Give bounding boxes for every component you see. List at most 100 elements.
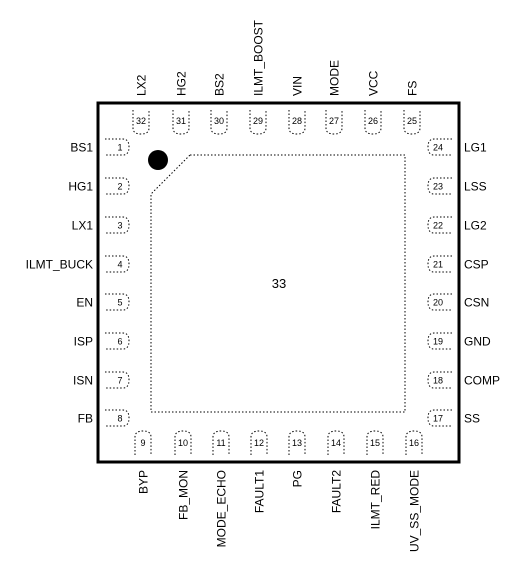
pin-3: 3 LX1 xyxy=(72,216,130,234)
pin-number: 25 xyxy=(407,116,417,126)
pin-25: 25 FS xyxy=(403,81,421,135)
pin-24: 24 LG1 xyxy=(427,138,487,156)
pin-pad xyxy=(210,110,228,135)
pin-label: VCC xyxy=(367,70,381,96)
pin-label: BS1 xyxy=(70,141,93,155)
pin-label: FB_MON xyxy=(177,470,191,520)
pin-pad xyxy=(105,216,130,234)
pin-label: ILMT_BOOST xyxy=(252,19,266,96)
pin-number: 22 xyxy=(433,221,443,231)
pin1-indicator-dot xyxy=(148,150,168,170)
pin-pad xyxy=(105,332,130,350)
pin-pad xyxy=(288,110,306,135)
pin-number: 31 xyxy=(176,116,186,126)
pin-label: ILMT_BUCK xyxy=(26,258,93,272)
pin-label: ILMT_RED xyxy=(369,470,383,530)
thermal-pad-outline xyxy=(150,154,406,413)
pin-27: 27 MODE xyxy=(325,60,343,135)
pin-number: 32 xyxy=(136,116,146,126)
pin-pad xyxy=(427,177,452,195)
pin-32: 32 LX2 xyxy=(132,74,150,135)
pin-label: BYP xyxy=(137,470,151,494)
pin-5: 5 EN xyxy=(76,293,130,311)
pin-number: 23 xyxy=(433,182,443,192)
pin-label: LX1 xyxy=(72,219,94,233)
pin-number: 2 xyxy=(117,182,122,192)
pin-pad xyxy=(105,371,130,389)
pin-4: 4 ILMT_BUCK xyxy=(26,255,130,273)
pin-31: 31 HG2 xyxy=(172,71,190,135)
pin-number: 28 xyxy=(292,116,302,126)
pin-pad xyxy=(105,177,130,195)
pin-label: HG2 xyxy=(175,71,189,96)
pin-number: 8 xyxy=(117,414,122,424)
pin-label: GND xyxy=(464,335,491,349)
pin-label: VIN xyxy=(291,76,305,96)
pin-19: 19 GND xyxy=(427,332,491,350)
pin-number: 24 xyxy=(433,143,443,153)
pin-label: FAULT2 xyxy=(330,470,344,513)
pin-pad xyxy=(105,255,130,273)
pin-pad xyxy=(427,371,452,389)
pin-pad xyxy=(366,430,384,455)
pin-pad xyxy=(325,110,343,135)
pin-number: 11 xyxy=(216,438,225,448)
pin-pad xyxy=(427,332,452,350)
pin-pad xyxy=(427,293,452,311)
pin-number: 9 xyxy=(140,438,145,448)
pin-pad xyxy=(249,110,267,135)
pin-pad xyxy=(403,110,421,135)
pin-number: 4 xyxy=(117,260,122,270)
pin-label: CSN xyxy=(464,296,489,310)
pin-number: 16 xyxy=(409,438,419,448)
pin-number: 27 xyxy=(329,116,339,126)
thermal-pad-number: 33 xyxy=(272,276,286,291)
pin-number: 15 xyxy=(370,438,380,448)
pin-pad xyxy=(105,409,130,427)
pin-pad xyxy=(327,430,345,455)
pin-number: 20 xyxy=(433,298,443,308)
pin-label: EN xyxy=(76,296,93,310)
pin-number: 18 xyxy=(433,376,443,386)
pin-pad xyxy=(427,255,452,273)
pin-label: LX2 xyxy=(135,74,149,96)
pin-label: LG1 xyxy=(464,141,487,155)
pin-label: BS2 xyxy=(213,73,227,96)
pin-pad xyxy=(105,138,130,156)
pin-label: PG xyxy=(291,470,305,487)
pin-number: 12 xyxy=(254,438,264,448)
pin-number: 3 xyxy=(117,221,122,231)
pin-number: 5 xyxy=(117,298,122,308)
pin-number: 17 xyxy=(433,414,443,424)
pin-label: FS xyxy=(406,81,420,96)
pin-8: 8FB xyxy=(78,409,130,427)
pin-28: 28 VIN xyxy=(288,76,306,135)
pin-number: 26 xyxy=(368,116,378,126)
pin-pad xyxy=(427,216,452,234)
pin-label: UV_SS_MODE xyxy=(408,470,422,552)
pin-pad xyxy=(405,430,423,455)
pin-label: COMP xyxy=(464,374,500,388)
pin-pad xyxy=(172,110,190,135)
pin-label: MODE xyxy=(328,60,342,96)
pin-label: FAULT1 xyxy=(253,470,267,513)
pin-pad xyxy=(364,110,382,135)
pin-label: LSS xyxy=(464,180,487,194)
pin-20: 20 CSN xyxy=(427,293,489,311)
pin-number: 21 xyxy=(433,260,443,270)
pin-number: 19 xyxy=(433,337,443,347)
pin-number: 13 xyxy=(292,438,302,448)
